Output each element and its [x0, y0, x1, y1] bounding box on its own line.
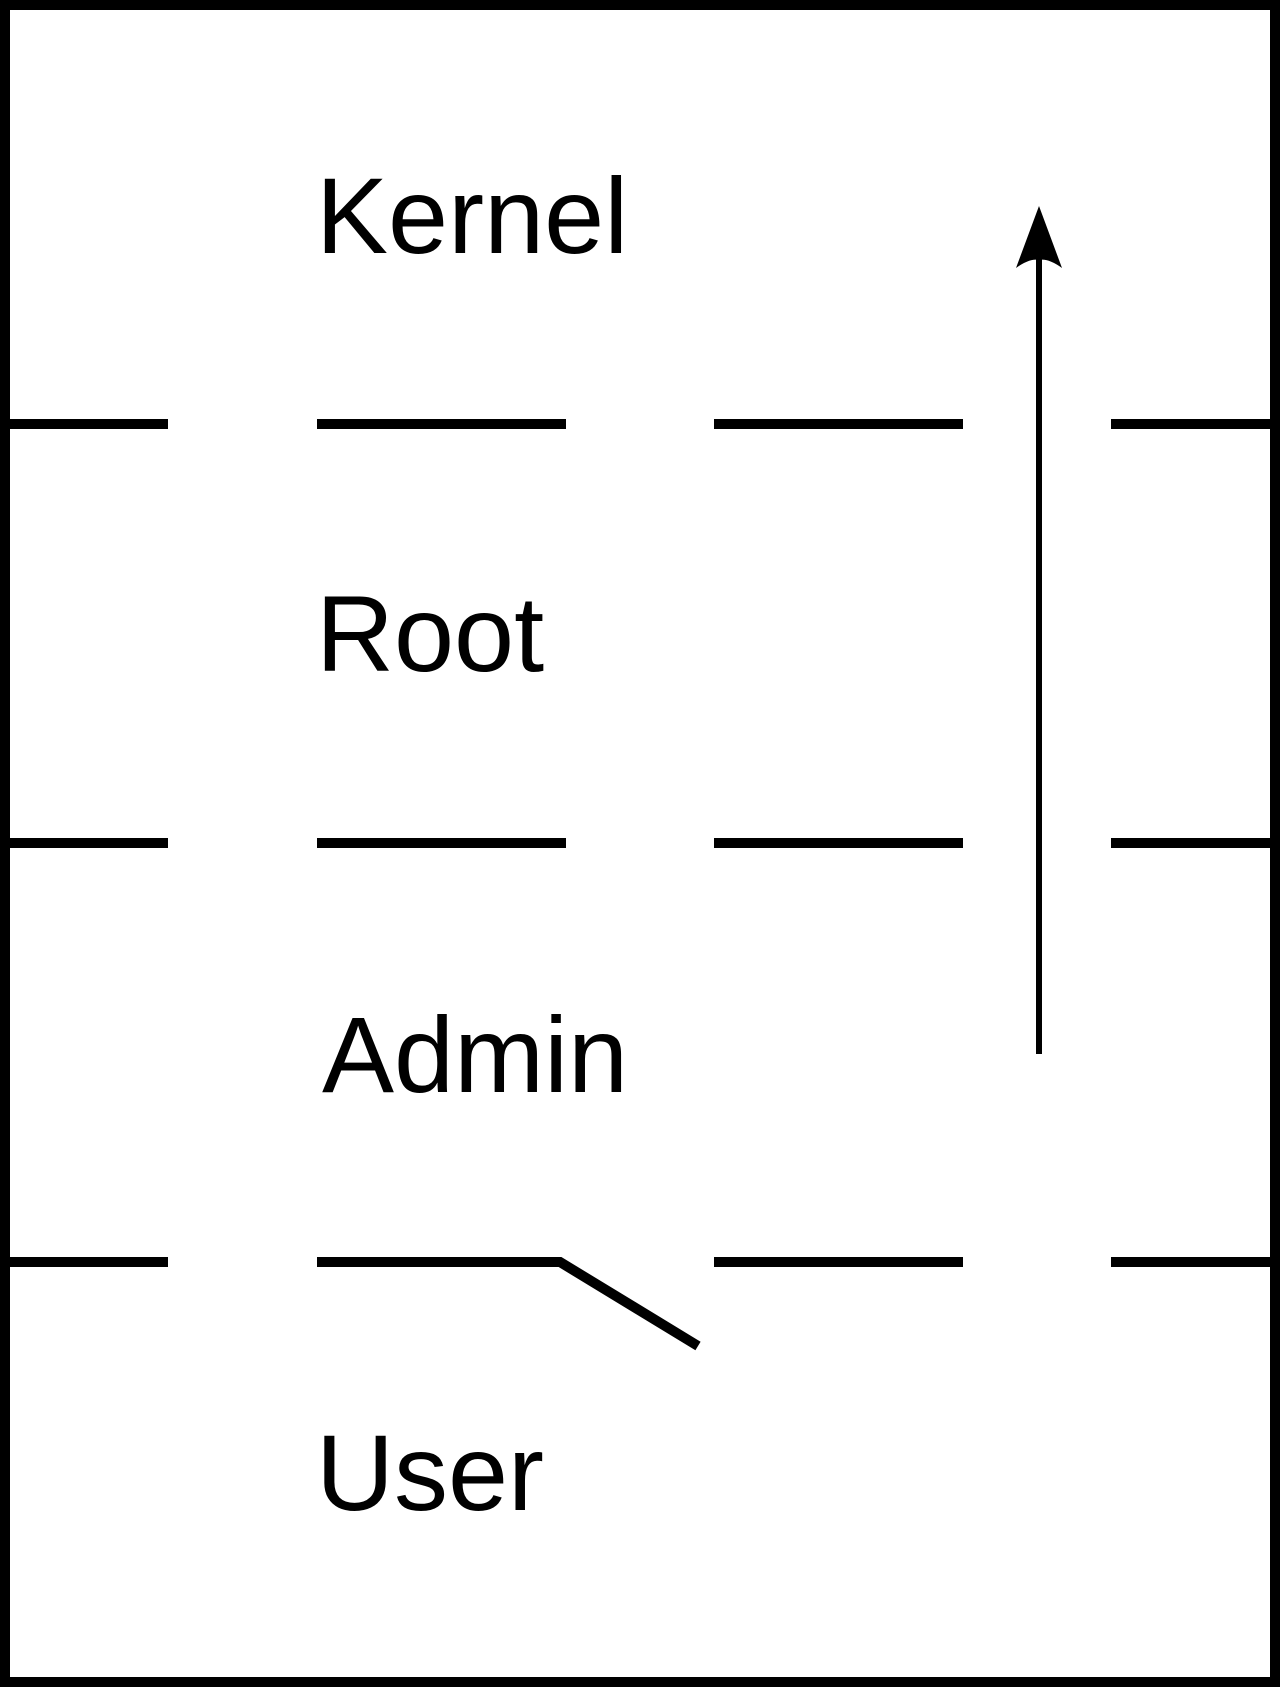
switch-gate: [317, 1257, 701, 1351]
level-label-admin: Admin: [322, 994, 628, 1115]
boundary-line-admin-user: [5, 1257, 1275, 1351]
level-label-kernel: Kernel: [316, 155, 628, 276]
escalation-arrow: [1016, 206, 1062, 1054]
arrow-head-icon: [1016, 206, 1062, 268]
level-label-root: Root: [316, 573, 544, 694]
level-label-user: User: [316, 1412, 544, 1533]
